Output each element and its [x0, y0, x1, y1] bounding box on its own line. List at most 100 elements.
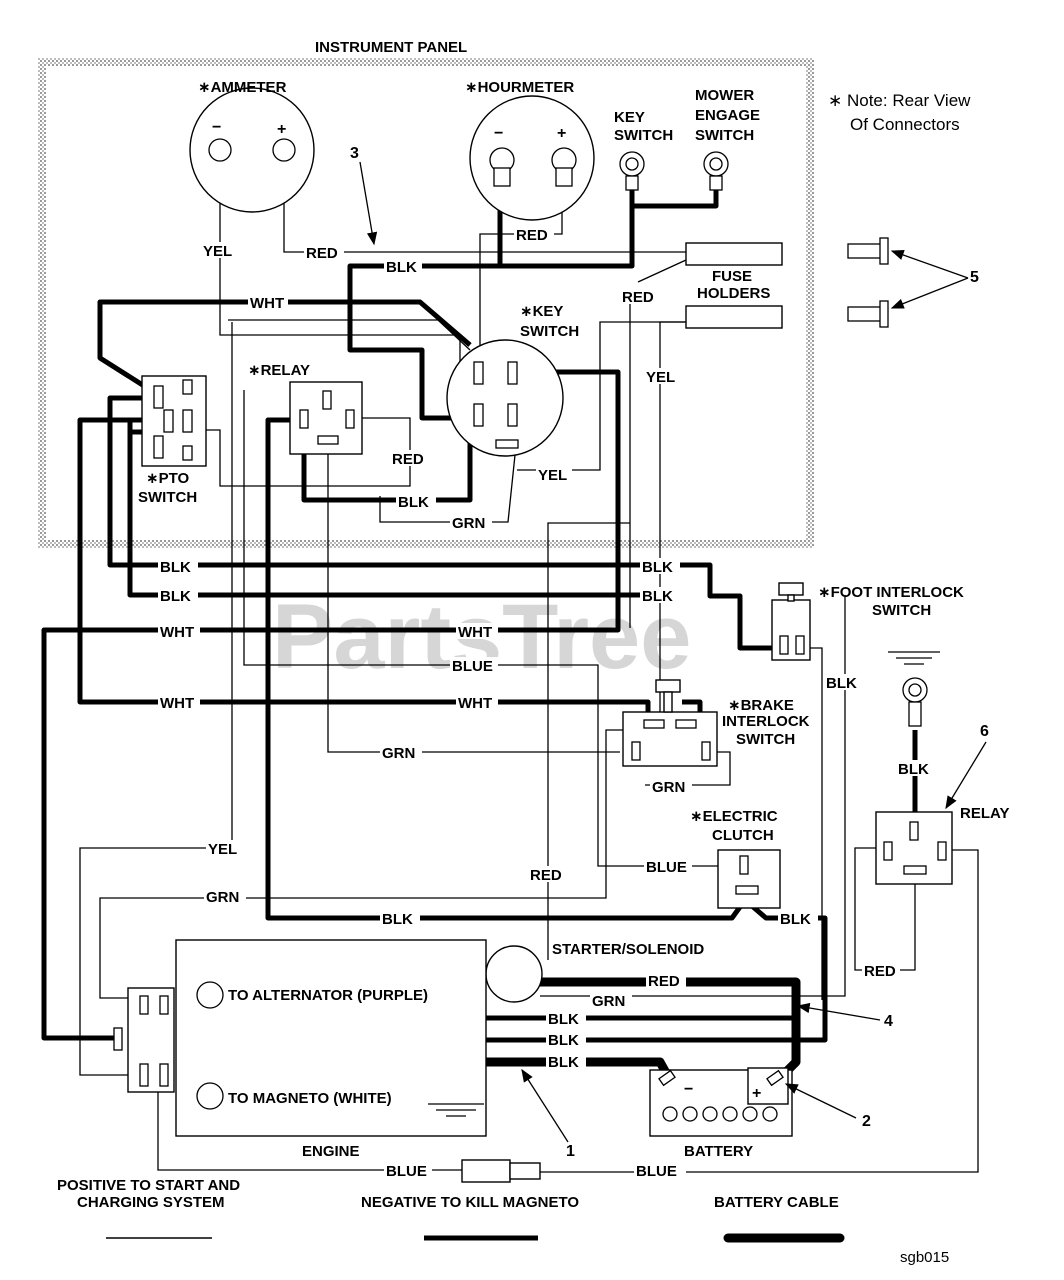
key-switch-top-label-1: KEY	[614, 109, 645, 126]
thin-wires	[79, 158, 979, 1173]
mower-engage-label-1: MOWER	[695, 87, 754, 104]
battery	[649, 1067, 857, 1137]
battery-label: BATTERY	[684, 1143, 753, 1160]
wire-label-blk-ground-1: BLK	[548, 1011, 579, 1028]
ammeter: − +	[189, 87, 315, 213]
ammeter-label: ∗AMMETER	[198, 79, 287, 96]
wire-label-red-fuse: RED	[622, 289, 654, 306]
wire-label-blk-clutch: BLK	[780, 911, 811, 928]
wire-label-grn-brake: GRN	[382, 745, 415, 762]
wire-label-wht-2-left: WHT	[160, 695, 194, 712]
wire-label-grn-starter: GRN	[592, 993, 625, 1010]
callout-4-arrow	[796, 1002, 881, 1021]
to-magneto-label: TO MAGNETO (WHITE)	[228, 1090, 392, 1107]
key-switch-top-label-2: SWITCH	[614, 127, 673, 144]
hourmeter-label: ∗HOURMETER	[465, 79, 574, 96]
wire-label-wht-1-right: WHT	[458, 624, 492, 641]
engine-label: ENGINE	[302, 1143, 360, 1160]
callout-6: 6	[980, 723, 989, 740]
ground-symbol-relay	[888, 651, 940, 727]
mower-engage-label-2: ENGAGE	[695, 107, 760, 124]
wire-label-blk-panel: BLK	[386, 259, 417, 276]
wire-label-red-relay-right: RED	[864, 963, 896, 980]
relay-label: RELAY	[960, 805, 1009, 822]
relay-panel	[289, 381, 363, 455]
battery-minus: −	[684, 1081, 693, 1098]
electric-clutch	[717, 849, 781, 909]
inline-connector	[461, 1159, 541, 1183]
wire-label-yel-key: YEL	[538, 467, 567, 484]
diagram-code: sgb015	[900, 1249, 949, 1266]
wire-label-red-starter: RED	[530, 867, 562, 884]
wire-label-wht-panel: WHT	[250, 295, 284, 312]
legend-negative: NEGATIVE TO KILL MAGNETO	[361, 1194, 579, 1211]
callout-2: 2	[862, 1113, 871, 1130]
wire-label-red-ammeter: RED	[306, 245, 338, 262]
foot-interlock-label-1: ∗FOOT INTERLOCK	[818, 584, 964, 601]
hourmeter-plus: +	[557, 125, 566, 142]
wire-label-yel-left: YEL	[208, 841, 237, 858]
callout-1: 1	[566, 1143, 575, 1160]
wire-label-blk-relay: BLK	[398, 494, 429, 511]
wire-label-blue-bottom-right: BLUE	[636, 1163, 677, 1180]
callout-3: 3	[350, 145, 359, 162]
legend: POSITIVE TO START AND CHARGING SYSTEM NE…	[57, 1177, 845, 1243]
brake-interlock-switch	[622, 679, 718, 767]
key-switch-connector	[619, 151, 645, 191]
brake-interlock-label-1: ∗BRAKE	[728, 697, 794, 714]
spare-fuses	[847, 237, 969, 328]
wire-label-wht-2-right: WHT	[458, 695, 492, 712]
key-switch	[446, 339, 564, 457]
instrument-panel-title: INSTRUMENT PANEL	[315, 39, 467, 56]
wire-label-blk-2-left: BLK	[160, 588, 191, 605]
wire-label-yel-fuse: YEL	[646, 369, 675, 386]
to-alternator-label: TO ALTERNATOR (PURPLE)	[228, 987, 428, 1004]
hourmeter-minus: −	[494, 125, 503, 142]
hourmeter: − +	[469, 95, 595, 221]
foot-interlock-switch	[771, 582, 811, 661]
wire-label-grn-brake-2: GRN	[652, 779, 685, 796]
pto-switch-label-2: SWITCH	[138, 489, 197, 506]
electric-clutch-label-1: ∗ELECTRIC	[690, 808, 778, 825]
foot-interlock-label-2: SWITCH	[872, 602, 931, 619]
wire-label-blk-bottom: BLK	[382, 911, 413, 928]
ammeter-minus: −	[212, 119, 221, 136]
fuse-holders-label-2: HOLDERS	[697, 285, 770, 302]
wire-label-blk-ground-3: BLK	[548, 1054, 579, 1071]
callout-3-arrow	[359, 161, 378, 246]
wire-label-red-battery: RED	[648, 973, 680, 990]
wire-labels: YEL RED RED BLK WHT RED YEL RED BLK YEL …	[158, 226, 936, 1180]
legend-positive-line-2: CHARGING SYSTEM	[77, 1194, 225, 1211]
legend-battery-cable: BATTERY CABLE	[714, 1194, 839, 1211]
mower-engage-connector	[703, 151, 729, 191]
fuse-holders-label-1: FUSE	[712, 268, 752, 285]
wire-label-blk-1-right: BLK	[642, 559, 673, 576]
wire-label-blk-ground-2: BLK	[548, 1032, 579, 1049]
engine	[113, 939, 487, 1137]
wire-label-yel-ammeter: YEL	[203, 243, 232, 260]
legend-positive-line-1: POSITIVE TO START AND	[57, 1177, 240, 1194]
ammeter-plus: +	[277, 121, 286, 138]
note-line-1: ∗ Note: Rear View	[828, 91, 971, 110]
key-switch-label-2: SWITCH	[520, 323, 579, 340]
wire-label-grn-key: GRN	[452, 515, 485, 532]
mower-engage-label-3: SWITCH	[695, 127, 754, 144]
pto-switch	[141, 375, 207, 467]
key-switch-label-1: ∗KEY	[520, 303, 563, 320]
pto-switch-label-1: ∗PTO	[146, 470, 189, 487]
note-line-2: Of Connectors	[850, 115, 960, 134]
wire-label-blk-1-left: BLK	[160, 559, 191, 576]
wire-label-wht-1-left: WHT	[160, 624, 194, 641]
callout-1-arrow	[521, 1068, 569, 1143]
instrument-panel-border	[38, 58, 814, 548]
callout-5: 5	[970, 269, 979, 286]
wire-label-red-hourmeter: RED	[516, 227, 548, 244]
wire-label-blue-bottom-left: BLUE	[386, 1163, 427, 1180]
brake-interlock-label-2: INTERLOCK	[722, 713, 810, 730]
wire-label-grn-left: GRN	[206, 889, 239, 906]
wire-label-blk-2-right: BLK	[642, 588, 673, 605]
wire-label-blue-mid: BLUE	[452, 658, 493, 675]
relay	[875, 741, 987, 885]
fuse-holders	[685, 242, 783, 329]
